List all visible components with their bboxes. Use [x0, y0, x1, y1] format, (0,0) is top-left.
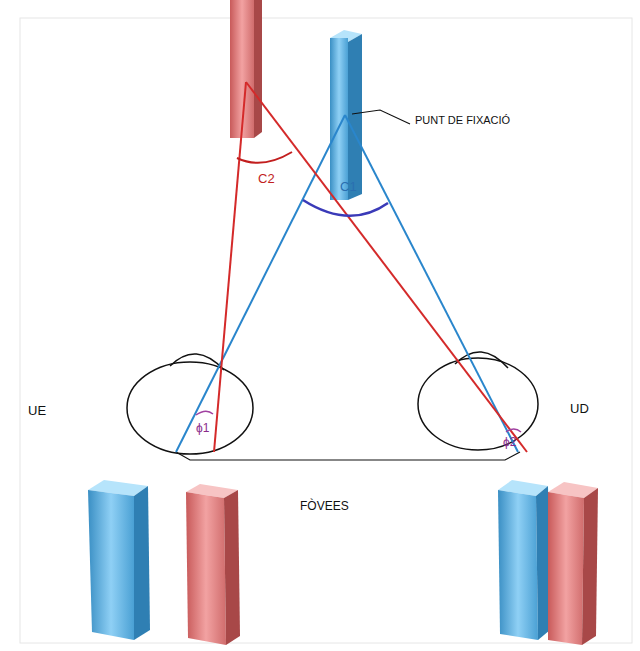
angle-label: ϕ1 — [196, 422, 209, 434]
angle-arc — [196, 411, 213, 415]
red-bar — [230, 0, 262, 138]
fovea-bracket — [176, 452, 520, 460]
angle-arc — [237, 152, 292, 163]
retinal-images — [88, 480, 598, 645]
eyes — [127, 352, 538, 454]
angle-arc — [303, 200, 388, 216]
angle-label: ϕ2 — [503, 436, 516, 448]
leader-line — [352, 110, 410, 124]
sight-lines — [176, 82, 527, 452]
angle-label: C2 — [258, 172, 275, 185]
eye-label: UE — [28, 404, 46, 417]
angle-label: C1 — [340, 180, 357, 193]
eye-label: UD — [570, 402, 589, 415]
angle-arc — [506, 429, 521, 432]
callout-label: PUNT DE FIXACIÓ — [415, 115, 510, 126]
fovea-label: FÒVEES — [300, 500, 349, 512]
